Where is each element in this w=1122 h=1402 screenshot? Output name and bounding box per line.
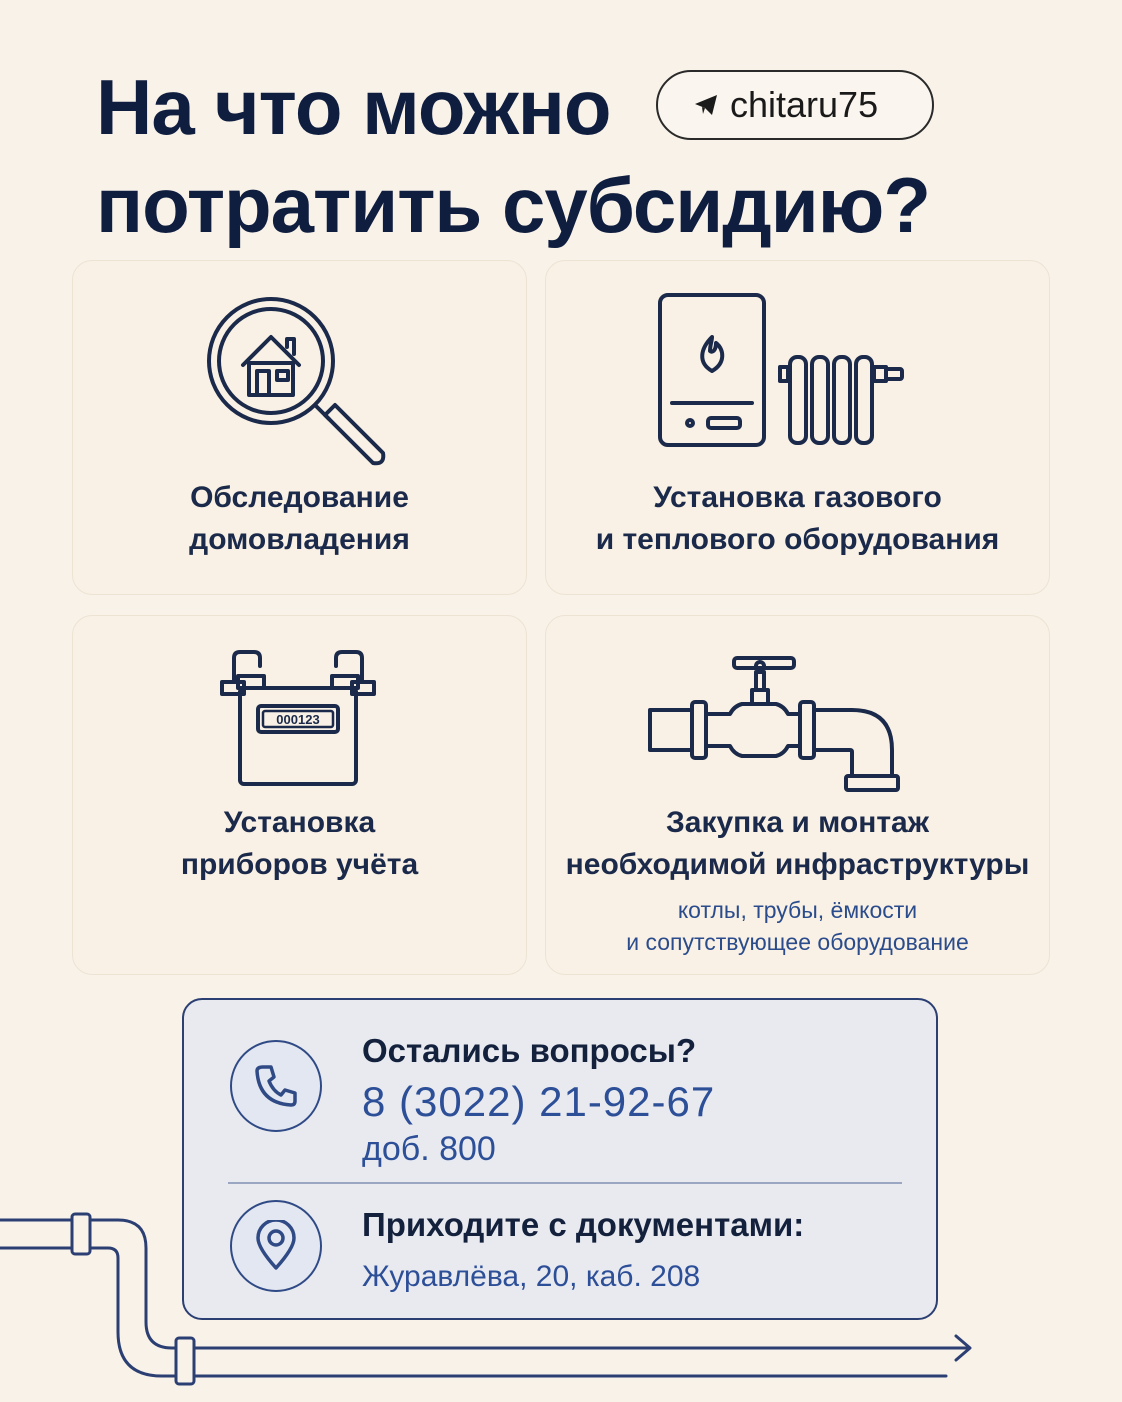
divider <box>228 1182 902 1184</box>
card-meters: 000123 Установка приборов учёта <box>72 615 527 975</box>
card-home-inspection: Обследование домовладения <box>72 260 527 595</box>
questions-heading: Остались вопросы? <box>362 1032 697 1069</box>
gas-meter-icon: 000123 <box>220 650 376 786</box>
title-line-1: На что можно <box>96 63 611 151</box>
house-magnifier-icon <box>207 297 386 466</box>
boiler-radiator-icon <box>658 293 904 447</box>
phone-extension: доб. 800 <box>362 1130 496 1168</box>
location-icon-circle <box>230 1200 322 1292</box>
telegram-channel-badge[interactable]: chitaru75 <box>656 70 934 140</box>
card-gas-heating: Установка газового и теплового оборудова… <box>545 260 1050 595</box>
visit-heading: Приходите с документами: <box>362 1206 805 1243</box>
card-infrastructure: Закупка и монтаж необходимой инфраструкт… <box>545 615 1050 975</box>
card-label: Установка приборов учёта <box>180 806 419 881</box>
pipe-valve-icon <box>648 656 900 792</box>
phone-icon-circle <box>230 1040 322 1132</box>
phone-icon <box>255 1065 297 1107</box>
location-pin-icon <box>256 1220 296 1270</box>
contact-box: Остались вопросы? 8 (3022) 21-92-67 доб.… <box>182 998 938 1320</box>
telegram-icon <box>695 95 717 115</box>
page-title: На что можно потратить субсидию? <box>96 58 931 254</box>
card-sublabel: котлы, трубы, ёмкости и сопутствующее об… <box>626 897 969 955</box>
office-address: Журавлёва, 20, каб. 208 <box>362 1260 701 1293</box>
card-label: Обследование домовладения <box>189 481 410 556</box>
meter-reading: 000123 <box>276 712 319 727</box>
decorative-pipe <box>0 1212 972 1386</box>
card-label: Закупка и монтаж необходимой инфраструкт… <box>565 806 1030 881</box>
card-label: Установка газового и теплового оборудова… <box>595 481 1000 556</box>
title-line-2: потратить субсидию? <box>96 161 931 249</box>
phone-number[interactable]: 8 (3022) 21-92-67 <box>362 1078 716 1125</box>
channel-handle: chitaru75 <box>730 84 879 125</box>
